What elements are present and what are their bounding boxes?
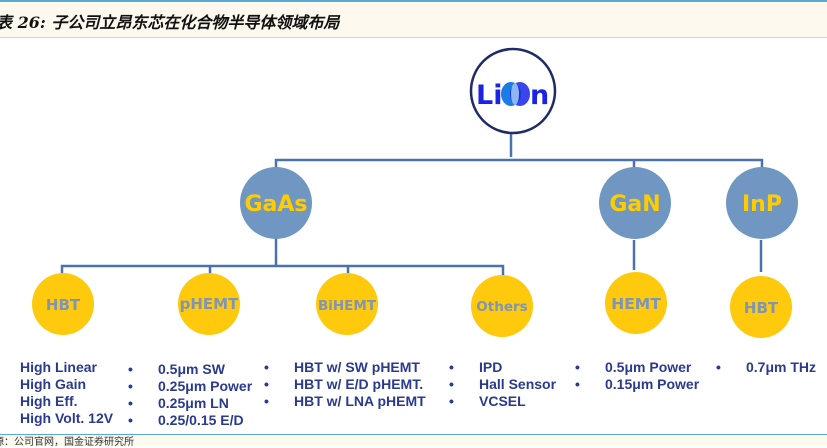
svg-text:n: n: [530, 80, 549, 111]
list-item: High Gain: [20, 376, 87, 392]
list-item: 0.25μm LN: [158, 395, 229, 411]
root-node: Li n: [469, 47, 557, 135]
tech-node-phemt: pHEMT: [178, 273, 240, 335]
material-label: GaAs: [244, 192, 307, 217]
material-label: InP: [742, 192, 782, 217]
tech-label: HBT: [744, 299, 779, 317]
bullet-icon: •: [716, 359, 721, 375]
material-node-gaas: GaAs: [240, 167, 312, 239]
list-item: 0.25/0.15 E/D: [158, 412, 244, 428]
bullet-icon: •: [128, 412, 133, 428]
list-item: High Eff.: [20, 393, 78, 409]
list-item: HBT w/ SW pHEMT: [294, 359, 420, 375]
list-item: HBT w/ LNA pHEMT: [294, 393, 426, 409]
list-item: 0.25μm Power: [158, 378, 253, 394]
tech-node-gaas-hbt: HBT: [32, 273, 94, 335]
list-item: 0.15μm Power: [605, 376, 700, 392]
tech-label: BiHEMT: [318, 298, 377, 314]
material-bus-line: [274, 158, 764, 176]
material-node-gan: GaN: [599, 167, 671, 239]
tech-label: pHEMT: [180, 295, 239, 313]
tech-label: HBT: [46, 296, 81, 314]
tech-node-hemt: HEMT: [605, 272, 667, 334]
material-label: GaN: [609, 192, 660, 217]
bullet-icon: •: [449, 376, 454, 392]
tech-node-bihemt: BiHEMT: [316, 273, 378, 335]
list-item: IPD: [479, 359, 503, 375]
bullet-icon: •: [575, 359, 580, 375]
list-item: High Linear: [20, 359, 98, 375]
bullet-icon: •: [575, 376, 580, 392]
bullet-icon: •: [264, 393, 269, 409]
source-note: 源：公司官网，国金证券研究所: [0, 437, 134, 448]
list-gaas-hbt: High Linear High Gain High Eff. High Vol…: [20, 359, 113, 427]
lion-logo-icon: Li n: [476, 80, 549, 111]
bullet-icon: •: [128, 361, 133, 377]
list-phemt: • 0.5μm SW • 0.25μm Power • 0.25μm LN • 0.25…: [128, 361, 252, 429]
list-item: High Volt. 12V: [20, 410, 114, 426]
list-item: 0.5μm SW: [158, 361, 225, 377]
source-bar: 源：公司官网，国金证券研究所: [0, 434, 827, 448]
gaas-tech-bus-line: [60, 264, 505, 276]
list-others: • IPD • Hall Sensor • VCSEL: [449, 359, 556, 410]
tech-node-others: Others: [471, 275, 533, 337]
bullet-icon: •: [449, 393, 454, 409]
table-caption-bar: 表 26: 子公司立昂东芯在化合物半导体领域布局: [0, 0, 827, 38]
bullet-icon: •: [128, 395, 133, 411]
bullet-icon: •: [264, 359, 269, 375]
list-bihemt: • HBT w/ SW pHEMT • HBT w/ E/D pHEMT. • HBT…: [264, 359, 426, 410]
bullet-icon: •: [449, 359, 454, 375]
tech-label: HEMT: [611, 295, 661, 313]
list-item: HBT w/ E/D pHEMT.: [294, 376, 424, 392]
bullet-icon: •: [264, 376, 269, 392]
list-item: 0.5μm Power: [605, 359, 692, 375]
tech-node-inp-hbt: HBT: [730, 276, 792, 338]
svg-text:Li: Li: [476, 80, 502, 111]
list-item: VCSEL: [479, 393, 526, 409]
material-node-inp: InP: [726, 167, 798, 239]
list-item: Hall Sensor: [479, 376, 557, 392]
list-gan-hemt: • 0.5μm Power • 0.15μm Power: [575, 359, 699, 393]
tech-label: Others: [476, 299, 527, 315]
list-inp-hbt: • 0.7μm THz: [716, 359, 816, 376]
bullet-icon: •: [128, 378, 133, 394]
table-caption: 表 26: 子公司立昂东芯在化合物半导体领域布局: [0, 13, 340, 32]
list-item: 0.7μm THz: [746, 359, 817, 375]
